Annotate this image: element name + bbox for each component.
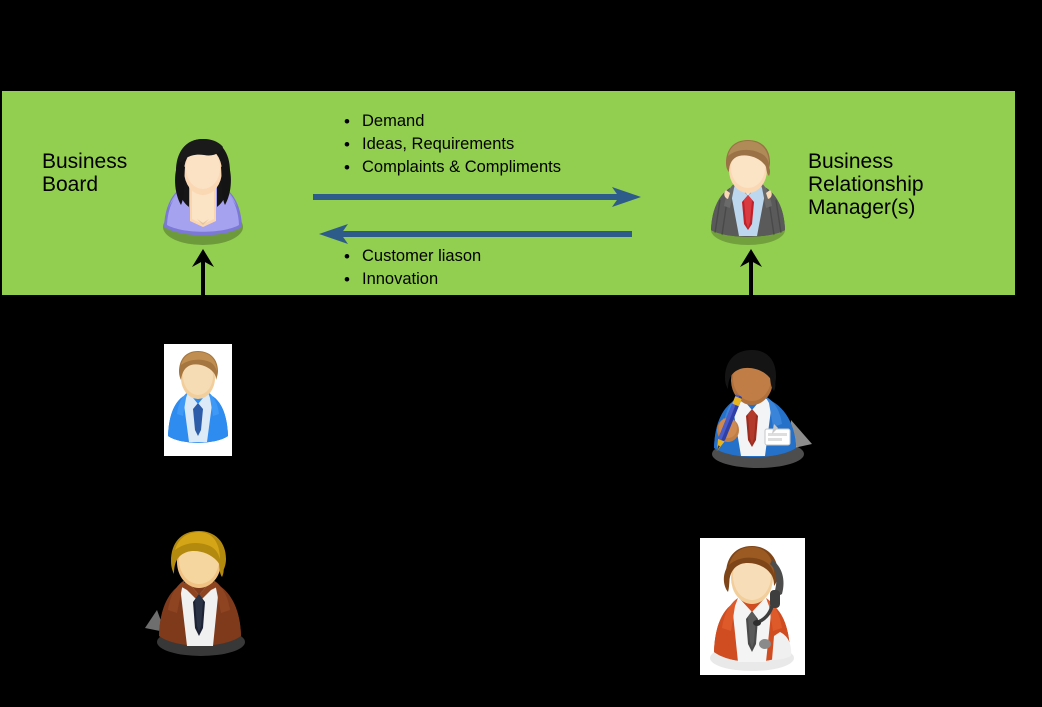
forward-flow-list: Demand Ideas, Requirements Complaints & … xyxy=(336,110,561,179)
businessman-avatar-icon xyxy=(711,140,785,245)
woman-avatar-icon xyxy=(163,139,243,245)
business-board-label: Business Board xyxy=(42,150,128,196)
arrow-left-icon xyxy=(319,224,632,244)
support-agent-headset-avatar-icon xyxy=(710,546,794,671)
arrow-up-icon xyxy=(192,249,214,300)
list-item: Complaints & Compliments xyxy=(336,156,561,179)
employee-blue-suit-avatar-icon xyxy=(168,351,228,443)
executive-brown-suit-avatar-icon xyxy=(145,531,245,656)
list-item: Customer liason xyxy=(336,245,481,268)
consultant-with-pen-avatar-icon xyxy=(712,350,812,468)
business-relationship-manager-label: Business Relationship Manager(s) xyxy=(808,150,924,219)
list-item: Innovation xyxy=(336,268,481,291)
backward-flow-list: Customer liason Innovation xyxy=(336,245,481,291)
list-item: Demand xyxy=(336,110,561,133)
arrow-up-icon xyxy=(740,249,762,300)
list-item: Ideas, Requirements xyxy=(336,133,561,156)
arrow-right-icon xyxy=(313,187,641,207)
